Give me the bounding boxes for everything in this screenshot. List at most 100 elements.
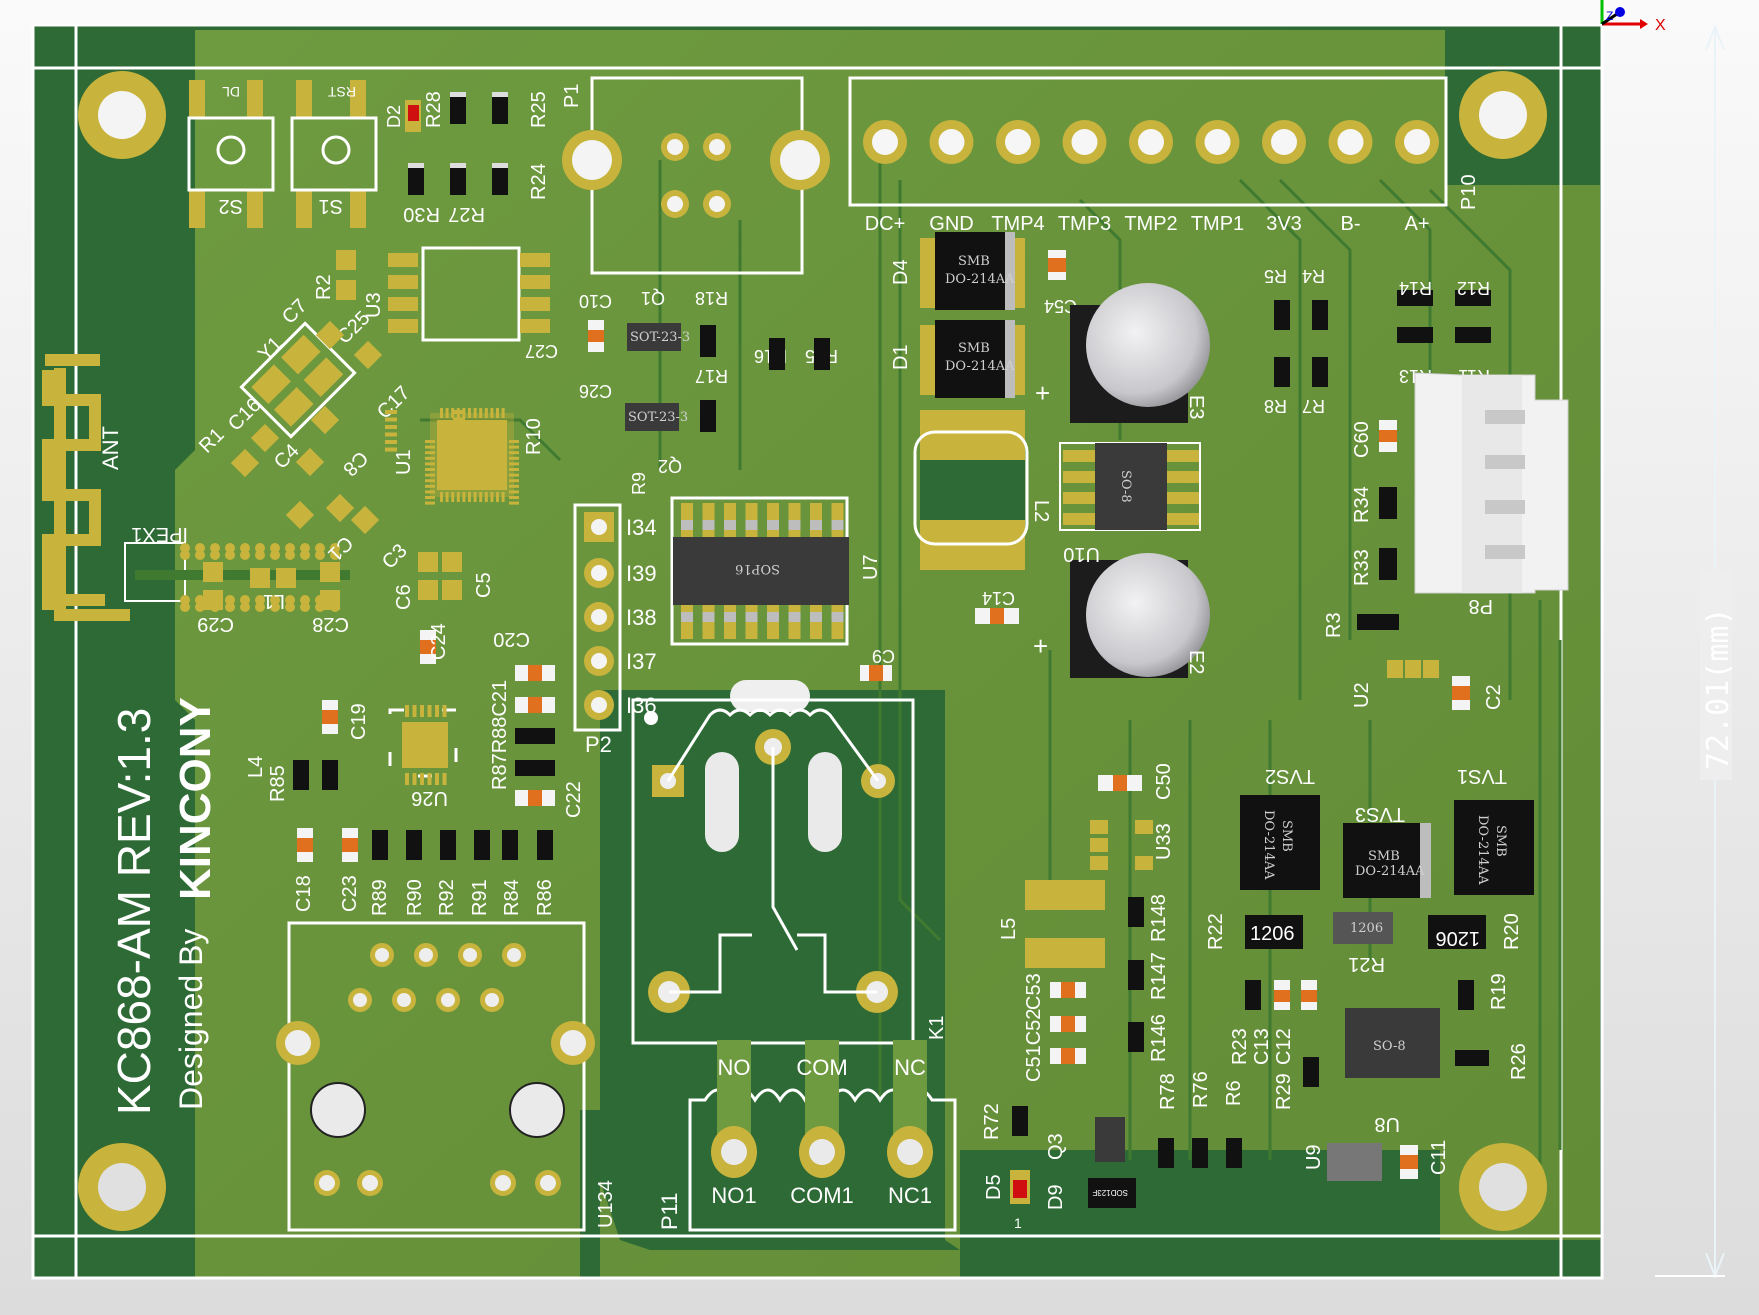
u10-ref: U10 (1063, 543, 1100, 565)
button-s1-label: RST (328, 84, 356, 100)
p10-pin-3v3[interactable]: 3V3 (1262, 120, 1306, 235)
c60-ref: C60 (1351, 421, 1373, 458)
p8-ref: P8 (1469, 595, 1493, 617)
pcb-antenna: ANT IPEX1 (42, 354, 188, 621)
c11-ref: C11 (1428, 1140, 1450, 1175)
kincony-logo: KINCONY (171, 697, 220, 900)
r89-ref: R89 (369, 879, 391, 916)
l1-ref: L1 (263, 590, 285, 612)
r14-ref: R14 (1399, 278, 1432, 298)
button-s2[interactable]: DL S2 (187, 80, 275, 228)
d5-pin1-label: 1 (1014, 1215, 1022, 1231)
r9-ref: R9 (629, 472, 649, 495)
tvs3-ref: TVS3 (1355, 803, 1405, 825)
r5-ref: R5 (1264, 266, 1287, 286)
r21-ref: R21 (1348, 953, 1385, 975)
p2-pin-i37[interactable]: I37 (584, 646, 657, 676)
d9-ref: D9 (1045, 1184, 1067, 1210)
c10-ref: C10 (579, 291, 612, 311)
p11-header-label: NC (894, 1055, 926, 1080)
rf-match-network: C29 L1 C28 C6 C5 (197, 552, 495, 635)
r22-package: 1206 (1250, 923, 1295, 945)
r28-ref: R28 (423, 91, 445, 128)
p11-header-label: NO (718, 1055, 751, 1080)
d4-package-smb: SMB (958, 254, 990, 269)
p10-pin-tmp1[interactable]: TMP1 (1191, 120, 1244, 235)
r86-ref: R86 (534, 879, 556, 916)
p10-pin-b[interactable]: B- (1328, 120, 1373, 235)
r30-ref: R30 (403, 203, 440, 225)
connector-p8[interactable]: P8 (1414, 372, 1569, 617)
p2-pin-i38[interactable]: I38 (584, 602, 657, 632)
axis-z-label: Z (1606, 9, 1613, 23)
l2-ref: L2 (1030, 500, 1052, 522)
button-s1[interactable]: RST S1 (290, 80, 378, 228)
p2-pin-i39[interactable]: I39 (584, 558, 657, 588)
l5-ref: L5 (998, 918, 1020, 940)
p10-pin-label: A+ (1404, 213, 1429, 235)
p10-pin-label: TMP1 (1191, 213, 1244, 235)
cap-c9: C9 (860, 646, 895, 681)
c18-ref: C18 (293, 875, 315, 912)
e2-ref: E2 (1185, 650, 1207, 674)
electrolytic-cap-e2: + E2 (1033, 553, 1210, 678)
ic-u7: SOP16 U7 (670, 496, 882, 646)
mounting-hole-bottom-right (1459, 1143, 1547, 1231)
tvs1-ref: TVS1 (1457, 765, 1507, 787)
designer-prefix: Designed By (173, 929, 209, 1110)
p10-pin-a[interactable]: A+ (1395, 120, 1439, 235)
rj45-u134[interactable]: U134 (276, 921, 617, 1232)
p10-pin-dc[interactable]: DC+ (863, 120, 907, 235)
r19-ref: R19 (1488, 973, 1510, 1010)
c13-ref: C13 (1251, 1028, 1273, 1065)
svg-text:+: + (1035, 378, 1050, 408)
p11-pin-label: NC1 (888, 1183, 932, 1208)
u8-package: SO-8 (1373, 1039, 1406, 1054)
r3-ref: R3 (1323, 612, 1345, 638)
r2-ref: R2 (313, 274, 335, 300)
p10-pin-label: DC+ (865, 213, 906, 235)
decoupling-caps-diagonal (230, 320, 383, 535)
q2-package: SOT-23-3 (628, 410, 688, 425)
dimension-annotation: 72.01(mm) (1655, 24, 1736, 1279)
button-s1-ref: S1 (319, 195, 343, 217)
p11-pin-nc1[interactable]: NC1 NC (887, 1040, 933, 1208)
u7-package: SOP16 (735, 561, 780, 576)
c24-ref: C24 (428, 623, 450, 660)
r72-ref: R72 (981, 1103, 1003, 1140)
tvs2-ref: TVS2 (1265, 765, 1315, 787)
mounting-hole-bottom-left (78, 1143, 166, 1231)
p2-pin-i34[interactable]: I34 (584, 512, 657, 542)
r23-ref: R23 (1229, 1028, 1251, 1065)
p2-pin-label: I37 (626, 649, 657, 674)
axis-gizmo: Z X (1600, 0, 1666, 34)
p10-pin-tmp4[interactable]: TMP4 (991, 120, 1045, 235)
diode-d1: SMB DO-214AA D1 (890, 320, 1025, 398)
ic-u26: U26 (385, 410, 465, 809)
p11-header-label: COM (796, 1055, 847, 1080)
c51-c52-ref: C51C52 (1023, 1009, 1045, 1082)
r78-ref: R78 (1157, 1073, 1179, 1110)
r91-ref: R91 (469, 879, 491, 916)
led-d2: D2 (384, 100, 421, 132)
p10-pin-tmp3[interactable]: TMP3 (1058, 120, 1111, 235)
connector-p1[interactable]: P1 (561, 76, 830, 275)
r6-ref: R6 (1223, 1080, 1245, 1106)
tvs2-package-do214: DO-214AA (1261, 810, 1276, 880)
p10-pin-label: TMP4 (991, 213, 1044, 235)
mcu-u1: U1 R10 (393, 408, 545, 505)
right-mid-components: C60 R34 R33 R3 U2 C2 (1323, 420, 1505, 710)
p10-pin-gnd[interactable]: GND (929, 120, 974, 235)
r147-ref: R147 (1148, 952, 1170, 1000)
r20-package: 1206 (1436, 927, 1481, 949)
resistors-mid (700, 325, 830, 432)
p10-ref: P10 (1458, 174, 1480, 210)
r33-ref: R33 (1351, 549, 1373, 586)
p10-pin-tmp2[interactable]: TMP2 (1124, 120, 1178, 235)
